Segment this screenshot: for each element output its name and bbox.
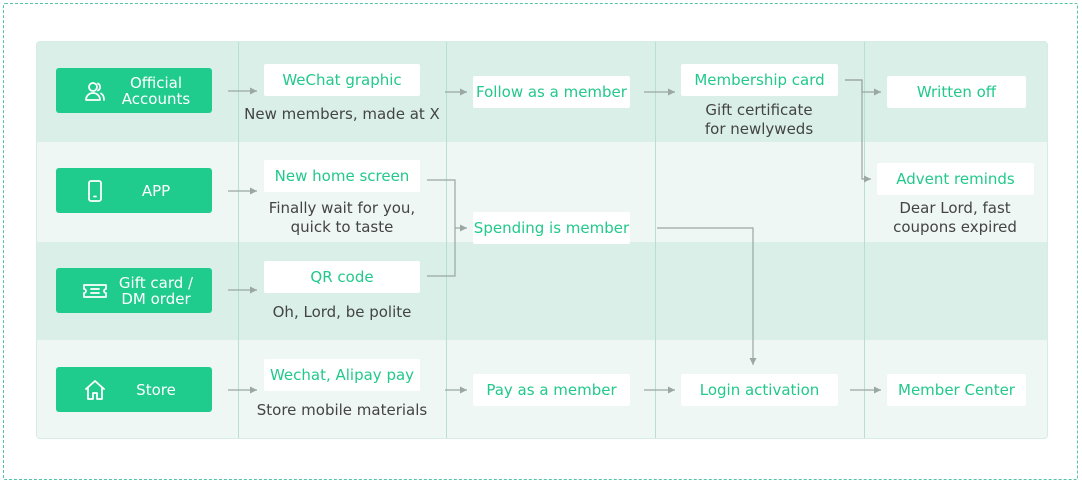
- node-description: Store mobile materials: [256, 401, 428, 419]
- users-icon: [82, 78, 108, 104]
- source-label: Gift card /DM order: [118, 273, 194, 308]
- node-membership-card: Membership card: [681, 64, 838, 96]
- node-description: Oh, Lord, be polite: [272, 303, 412, 321]
- node-description: Finally wait for you,quick to taste: [268, 199, 416, 236]
- column-divider: [864, 42, 865, 438]
- node-written-off: Written off: [887, 76, 1026, 108]
- source-label: Store: [136, 380, 176, 399]
- column-divider: [446, 42, 447, 438]
- ticket-icon: [82, 278, 108, 304]
- node-follow-as-member: Follow as a member: [473, 76, 630, 108]
- phone-icon: [82, 178, 108, 204]
- node-description: New members, made at X: [244, 105, 440, 123]
- node-new-home-screen: New home screen: [264, 160, 420, 192]
- source-app: APP: [56, 168, 212, 213]
- node-wechat-alipay-pay: Wechat, Alipay pay: [264, 359, 420, 391]
- source-label: APP: [141, 181, 171, 200]
- outer-frame: [3, 3, 1078, 480]
- source-store: Store: [56, 367, 212, 412]
- node-login-activation: Login activation: [681, 374, 838, 406]
- node-member-center: Member Center: [887, 374, 1026, 406]
- home-icon: [82, 377, 108, 403]
- node-pay-as-member: Pay as a member: [473, 374, 630, 406]
- column-divider: [655, 42, 656, 438]
- column-divider: [238, 42, 239, 438]
- source-gift-card: Gift card /DM order: [56, 268, 212, 313]
- node-wechat-graphic: WeChat graphic: [264, 64, 420, 96]
- node-qr-code: QR code: [264, 261, 420, 293]
- node-spending-is-member: Spending is member: [473, 212, 630, 244]
- node-advent-reminds: Advent reminds: [877, 163, 1034, 195]
